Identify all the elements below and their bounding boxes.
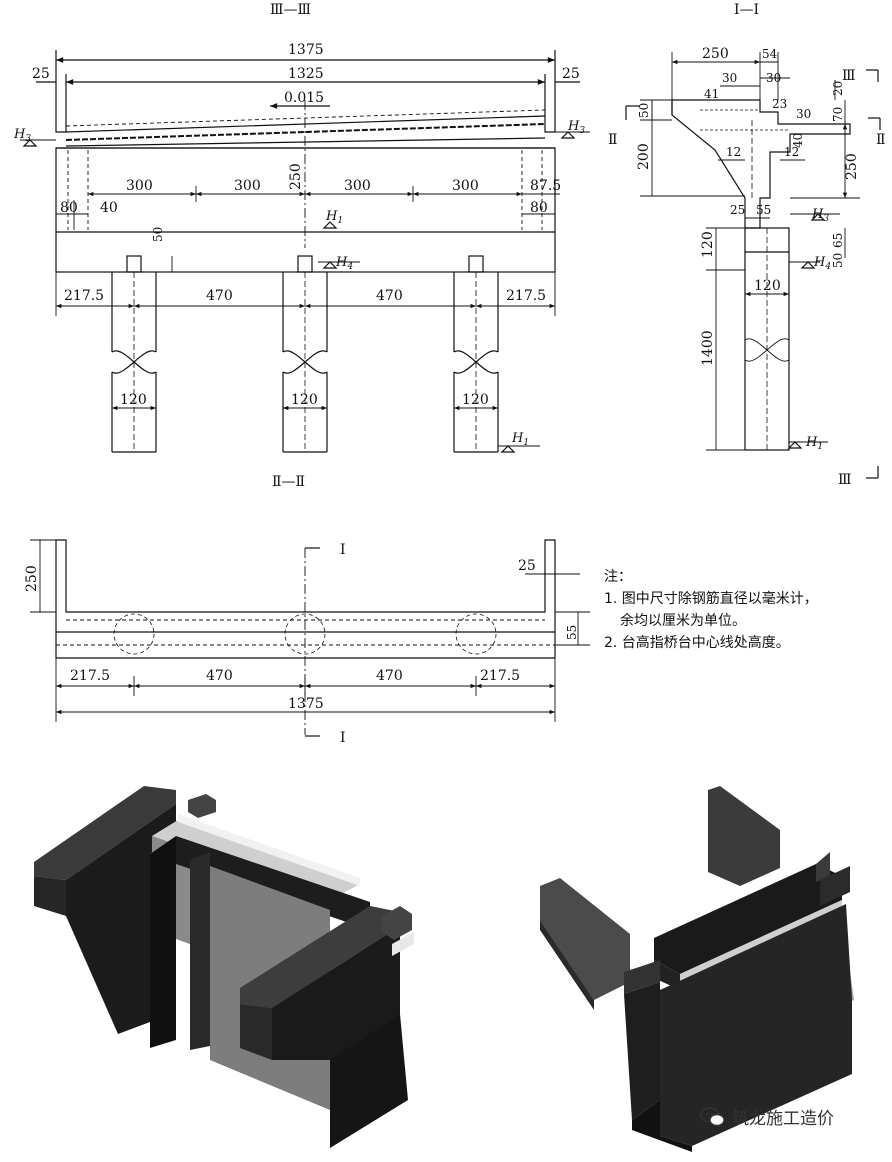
dim-bay-3: 300 <box>344 178 371 194</box>
dim-80-right: 80 <box>530 200 548 216</box>
watermark-text: 筑龙施工造价 <box>732 1109 834 1129</box>
dim-span-1: 470 <box>206 288 233 304</box>
dim-height: 250 <box>288 163 304 190</box>
drawing-labels: Ⅲ—Ⅲ Ⅰ—Ⅰ Ⅱ—Ⅱ 1375 1325 25 25 0.015 300 30… <box>13 2 886 746</box>
plan-dim-55: 55 <box>565 625 579 640</box>
cs-dim-top: 250 <box>702 46 729 62</box>
cs-dim-120: 120 <box>700 231 716 258</box>
notes-title: 注： <box>604 569 632 585</box>
cs-dim-30b: 30 <box>766 71 781 85</box>
dim-total-top: 1375 <box>288 42 324 58</box>
wechat-icon <box>700 1106 725 1126</box>
cs-dim-12a: 12 <box>726 145 741 159</box>
label-h1-bottom: H1 <box>511 431 529 448</box>
cs-label-h3: H3 <box>811 207 829 224</box>
cs-dim-40: 40 <box>791 133 805 148</box>
label-h1-center: H1 <box>325 209 343 226</box>
slope-label: 0.015 <box>284 90 324 106</box>
elevation-view <box>20 50 590 453</box>
notes-line-2: 余均以厘米为单位。 <box>620 613 746 629</box>
cs-dim-250: 250 <box>844 153 860 180</box>
dim-bay-4: 300 <box>452 178 479 194</box>
plan-dim-span-2: 470 <box>376 668 403 684</box>
plan-mark-1-top: Ⅰ <box>340 542 346 558</box>
cs-dim-50: 50 <box>637 103 651 118</box>
abutment-3d-render-left <box>34 786 414 1148</box>
notes-block: 注： 1. 图中尺寸除钢筋直径以毫米计， 余均以厘米为单位。 2. 台高指桥台中… <box>604 566 890 654</box>
cs-dim-25: 25 <box>730 203 745 217</box>
dim-pile-top: 50 <box>151 227 165 242</box>
cs-dim-200: 200 <box>636 143 652 170</box>
watermark: 筑龙施工造价 <box>700 1104 834 1129</box>
section-title-1: Ⅰ—Ⅰ <box>734 2 759 18</box>
cs-dim-65: 65 <box>831 233 845 248</box>
dim-edge-left: 25 <box>32 66 50 82</box>
dim-bay-1: 300 <box>126 178 153 194</box>
dim-end: 87.5 <box>530 178 561 194</box>
cs-dim-55: 55 <box>756 203 771 217</box>
dim-pile-3: 120 <box>462 392 489 408</box>
dim-span-2: 470 <box>376 288 403 304</box>
dim-80-left: 80 <box>60 200 78 216</box>
plan-dim-edge: 25 <box>518 558 536 574</box>
dim-pile-2: 120 <box>291 392 318 408</box>
label-h4: H4 <box>335 255 353 272</box>
cs-label-h1: H1 <box>805 435 823 452</box>
cs-mark-3-top: Ⅲ <box>842 68 856 84</box>
cs-dim-23: 23 <box>772 97 787 111</box>
cs-dim-41: 41 <box>704 87 719 101</box>
dim-pile-1: 120 <box>120 392 147 408</box>
label-h3-right: H3 <box>567 119 585 136</box>
cs-dim-pile: 120 <box>754 278 781 294</box>
cs-dim-20: 20 <box>831 81 845 96</box>
cs-label-h4: H4 <box>813 255 831 272</box>
cross-section-view <box>625 52 881 479</box>
cs-dim-54: 54 <box>762 47 778 61</box>
cs-mark-2-right: Ⅱ <box>876 132 886 148</box>
cs-mark-3-bottom: Ⅲ <box>838 472 852 488</box>
dim-40: 40 <box>100 200 118 216</box>
elevation-piles <box>111 255 499 453</box>
cs-dim-30a: 30 <box>722 71 737 85</box>
plan-dim-height: 250 <box>24 565 40 592</box>
cs-dim-70: 70 <box>831 107 845 122</box>
cs-dim-50b: 50 <box>831 253 845 268</box>
dim-edge-right: 25 <box>562 66 580 82</box>
dim-inner: 1325 <box>288 66 324 82</box>
section-title-2: Ⅱ—Ⅱ <box>272 474 305 490</box>
cs-mark-2-left: Ⅱ <box>608 132 618 148</box>
plan-mark-1-bottom: Ⅰ <box>340 730 346 746</box>
dim-bay-2: 300 <box>234 178 261 194</box>
notes-line-1: 1. 图中尺寸除钢筋直径以毫米计， <box>604 591 818 607</box>
cs-dim-1400: 1400 <box>700 330 716 366</box>
dim-end-span-right: 217.5 <box>506 288 546 304</box>
abutment-3d-render-right <box>540 786 854 1152</box>
plan-dim-total: 1375 <box>288 696 324 712</box>
dim-end-span-left: 217.5 <box>64 288 104 304</box>
plan-dim-end-right: 217.5 <box>480 668 520 684</box>
section-title-3: Ⅲ—Ⅲ <box>270 2 311 18</box>
cs-dim-30c: 30 <box>796 107 811 121</box>
cs-dim-12b: 12 <box>784 145 799 159</box>
plan-view <box>30 539 590 737</box>
plan-dim-span-1: 470 <box>206 668 233 684</box>
plan-dim-end-left: 217.5 <box>70 668 110 684</box>
notes-line-3: 2. 台高指桥台中心线处高度。 <box>604 635 790 651</box>
label-h3-left: H3 <box>13 127 31 144</box>
